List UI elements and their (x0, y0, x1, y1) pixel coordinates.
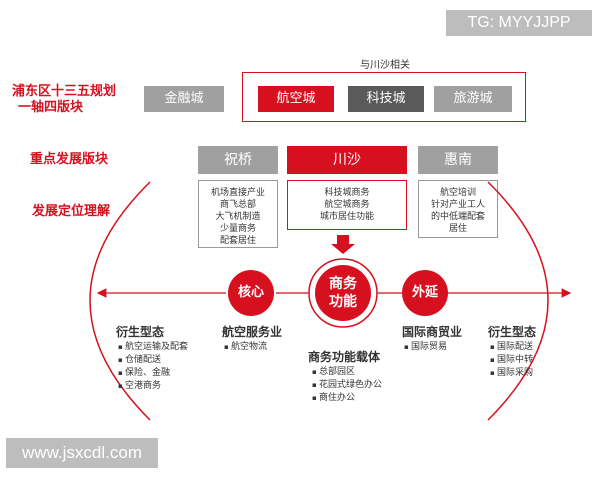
list-item: 保险、金融 (118, 367, 188, 380)
list-item: 花园式绿色办公 (312, 379, 382, 392)
row-label-plan: 浦东区十三五规划 一轴四版块 (12, 84, 116, 116)
finance-city-box: 金融城 (144, 86, 224, 112)
row-label-positioning: 发展定位理解 (32, 204, 111, 219)
aviation-service-list: 航空物流 (224, 341, 267, 354)
zhuqiao-desc: 机场直接产业 商飞总部 大飞机制造 少量商务 配套居住 (198, 180, 278, 248)
chuansha-title: 川沙 (287, 146, 407, 174)
chuansha-desc-line: 航空城商务 (324, 200, 370, 210)
watermark-bottom: www.jsxcdl.com (6, 438, 158, 468)
list-item: 总部园区 (312, 366, 382, 379)
list-item: 航空物流 (224, 341, 267, 354)
intl-trade-title: 国际商贸业 (402, 325, 463, 339)
business-carrier-title: 商务功能载体 (308, 350, 381, 364)
list-item: 仓储配送 (118, 354, 188, 367)
huinan-desc-line: 航空培训 (439, 188, 476, 198)
right-derivative-title: 衍生型态 (488, 325, 537, 339)
right-derivative-list: 国际配送 国际中转 国际采购 (490, 341, 533, 380)
list-item: 商住办公 (312, 392, 382, 405)
aviation-service-title: 航空服务业 (222, 325, 283, 339)
huinan-desc-line: 居住 (448, 224, 467, 234)
down-arrow-icon (331, 235, 355, 254)
business-circle-line1: 商务 (329, 276, 357, 292)
tech-city-box: 科技城 (348, 86, 424, 112)
zhuqiao-desc-line: 配套居住 (219, 236, 256, 246)
list-item: 航空运输及配套 (118, 341, 188, 354)
list-item: 空港商务 (118, 380, 188, 393)
huinan-desc-line: 针对产业工人 (430, 200, 485, 210)
extension-circle: 外延 (402, 270, 448, 316)
business-function-circle: 商务 功能 (315, 265, 371, 321)
tourism-city-box: 旅游城 (434, 86, 512, 112)
huinan-title: 惠南 (418, 146, 498, 174)
zhuqiao-desc-line: 大飞机制造 (215, 212, 261, 222)
core-circle: 核心 (228, 270, 274, 316)
list-item: 国际中转 (490, 354, 533, 367)
row-label-plan-line2: 一轴四版块 (18, 100, 84, 115)
aviation-city-box: 航空城 (258, 86, 334, 112)
chuansha-desc-line: 城市居住功能 (319, 212, 374, 222)
zhuqiao-desc-line: 商飞总部 (219, 200, 256, 210)
left-derivative-list: 航空运输及配套 仓储配送 保险、金融 空港商务 (118, 341, 188, 393)
chuansha-desc: 科技城商务 航空城商务 城市居住功能 (287, 180, 407, 230)
business-carrier-list: 总部园区 花园式绿色办公 商住办公 (312, 366, 382, 405)
list-item: 国际配送 (490, 341, 533, 354)
business-circle-line2: 功能 (329, 294, 357, 310)
chuansha-desc-line: 科技城商务 (324, 188, 370, 198)
intl-trade-list: 国际贸易 (404, 341, 447, 354)
watermark-top: TG: MYYJJPP (446, 10, 592, 36)
list-item: 国际贸易 (404, 341, 447, 354)
zhuqiao-title: 祝桥 (198, 146, 278, 174)
left-derivative-title: 衍生型态 (116, 325, 165, 339)
zhuqiao-desc-line: 少量商务 (219, 224, 256, 234)
list-item: 国际采购 (490, 367, 533, 380)
huinan-desc-line: 的中低端配套 (430, 212, 485, 222)
row-label-key-blocks: 重点发展版块 (30, 152, 109, 167)
zhuqiao-desc-line: 机场直接产业 (210, 188, 265, 198)
row-label-plan-line1: 浦东区十三五规划 (12, 84, 117, 99)
huinan-desc: 航空培训 针对产业工人 的中低端配套 居住 (418, 180, 498, 238)
related-label: 与川沙相关 (360, 60, 410, 71)
right-arc (487, 181, 549, 421)
